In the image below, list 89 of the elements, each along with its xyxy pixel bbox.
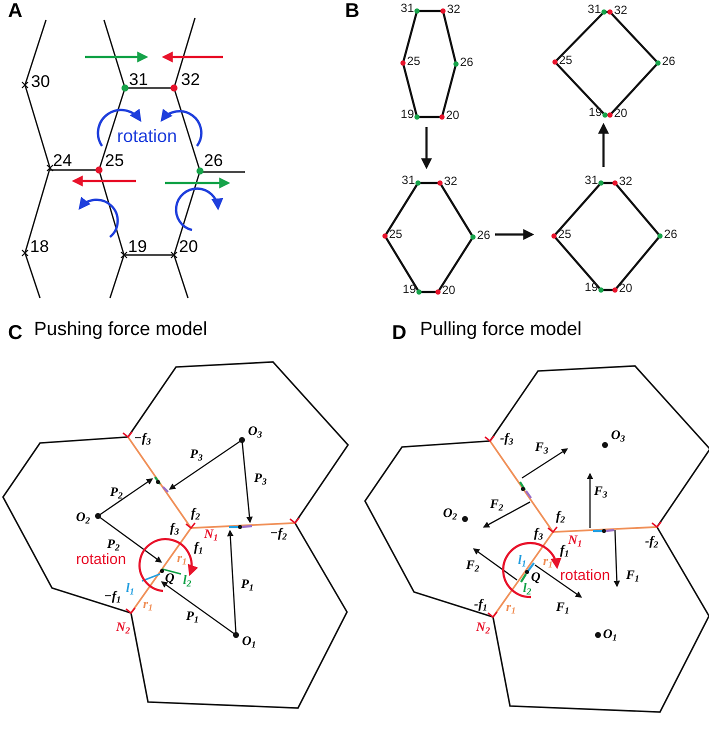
math-symbol: P$_{3}$ (254, 471, 267, 486)
vertex-number: 31 (584, 174, 598, 186)
math-symbol: N$_{2}$ (476, 620, 490, 634)
vertex-number: 20 (619, 282, 632, 294)
math-symbol: O$_{1}$ (603, 627, 618, 642)
math-symbol: −f$_{2}$ (270, 526, 287, 540)
rotation-label: rotation (560, 568, 610, 584)
vertex-number: 25 (105, 152, 124, 171)
math-symbol: P$_{2}$ (110, 485, 123, 500)
math-symbol: F$_{1}$ (556, 600, 570, 614)
vertex-number: 32 (614, 4, 628, 16)
math-symbol: l$_{1}$ (518, 553, 526, 568)
vertex-number: 26 (662, 55, 676, 67)
vertex-number: 26 (477, 229, 490, 241)
math-symbol: P$_{1}$ (186, 609, 199, 624)
math-symbol: l$_{2}$ (523, 581, 532, 596)
math-symbol: F$_{2}$ (490, 497, 504, 512)
math-symbol: f$_{2}$ (556, 509, 566, 524)
vertex-number: 20 (179, 238, 198, 257)
math-symbol: P$_{3}$ (190, 447, 203, 462)
math-symbol: r$_{1}$ (177, 551, 187, 566)
vertex-number: 26 (204, 152, 223, 171)
math-symbol: r$_{1}$ (543, 554, 553, 568)
math-symbol: f$_{3}$ (534, 526, 544, 540)
math-symbol: r$_{1}$ (506, 600, 516, 614)
math-symbol: F$_{2}$ (466, 558, 480, 572)
vertex-number: 19 (584, 281, 598, 293)
vertex-number: 25 (389, 228, 402, 240)
vertex-number: 26 (460, 56, 474, 68)
vertex-number: 32 (444, 175, 458, 187)
math-symbol: O$_{1}$ (242, 634, 256, 648)
math-symbol: N$_{2}$ (116, 620, 130, 634)
math-symbol: r$_{1}$ (143, 597, 153, 612)
vertex-number: 32 (181, 71, 200, 90)
vertex-number: 20 (614, 107, 628, 119)
vertex-number: 18 (30, 238, 49, 257)
math-symbol: -f$_{1}$ (474, 597, 488, 612)
rotation-label: rotation (117, 127, 178, 147)
math-symbol: O$_{3}$ (248, 424, 262, 438)
vertex-number: 25 (558, 228, 572, 240)
math-symbol: −f$_{3}$ (134, 431, 151, 446)
rotation-label: rotation (76, 552, 126, 568)
panel-letter: C (8, 322, 22, 344)
math-symbol: N$_{1}$ (568, 533, 582, 548)
vertex-number: 26 (664, 228, 678, 240)
math-symbol: O$_{2}$ (76, 510, 90, 524)
vertex-number: 20 (446, 109, 460, 121)
arrow (495, 229, 534, 240)
math-symbol: P$_{2}$ (107, 537, 120, 552)
vertex-number: 31 (588, 3, 601, 15)
math-symbol: f$_{1}$ (560, 543, 570, 558)
panel-letter: A (8, 0, 22, 22)
math-symbol: −f$_{1}$ (104, 589, 121, 604)
vertex-number: 24 (53, 152, 72, 171)
arrow (598, 122, 609, 167)
math-symbol: f$_{1}$ (194, 540, 204, 554)
vertex-number: 19 (400, 108, 414, 120)
vertex-number: 31 (129, 71, 148, 90)
math-symbol: O$_{2}$ (443, 506, 458, 520)
vertex-number: 19 (128, 238, 147, 257)
vertex-number: 31 (400, 2, 414, 14)
math-symbol: Q (165, 571, 174, 586)
math-symbol: F$_{3}$ (535, 440, 548, 454)
math-symbol: l$_{1}$ (126, 581, 134, 596)
math-symbol: l$_{2}$ (183, 573, 192, 588)
vertex-number: 19 (402, 283, 416, 295)
panel-letter: D (392, 322, 406, 344)
math-symbol: Q (531, 570, 540, 584)
vertex-number: 32 (447, 3, 460, 15)
math-symbol: N$_{1}$ (204, 527, 218, 542)
panel-title: Pulling force model (420, 320, 582, 341)
vertex-number: 25 (407, 55, 420, 67)
math-symbol: O$_{3}$ (611, 428, 626, 442)
vertex-number: 19 (588, 106, 602, 118)
math-symbol: F$_{1}$ (626, 568, 640, 582)
vertex-number: 30 (31, 73, 50, 92)
panel-letter: B (345, 0, 360, 22)
vertex-number: 32 (619, 175, 632, 187)
math-symbol: -f$_{2}$ (645, 534, 658, 548)
vertex-number: 20 (442, 284, 456, 296)
vertex-number: 31 (402, 174, 415, 186)
math-symbol: -f$_{3}$ (500, 431, 514, 446)
math-symbol: f$_{3}$ (170, 521, 180, 536)
math-symbol: F$_{3}$ (594, 484, 608, 498)
panel-title: Pushing force model (34, 320, 208, 341)
math-symbol: f$_{2}$ (191, 506, 200, 520)
arrow (421, 127, 432, 170)
vertex-number: 25 (559, 54, 572, 66)
math-symbol: P$_{1}$ (241, 577, 254, 592)
